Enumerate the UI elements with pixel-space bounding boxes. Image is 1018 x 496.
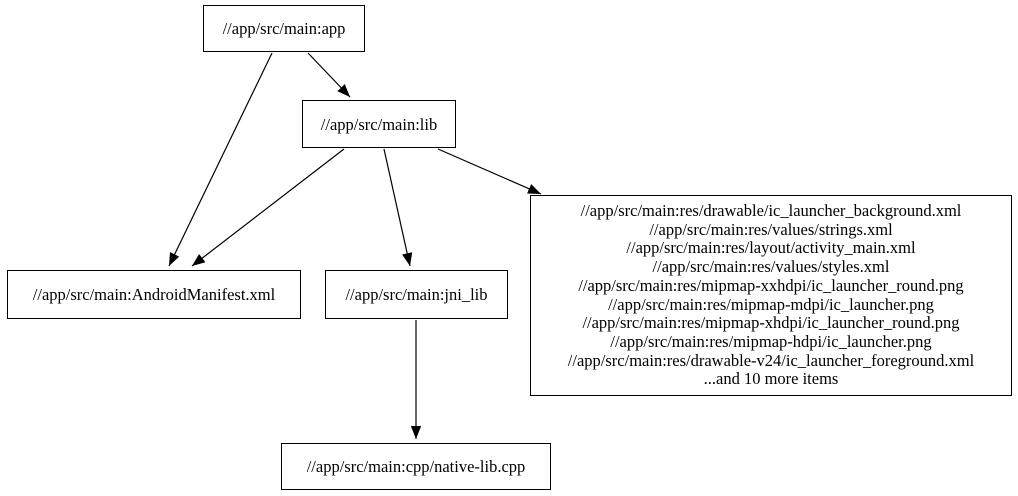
node-lib-label: //app/src/main:lib <box>320 114 438 134</box>
res-item-label: //app/src/main:res/drawable-v24/ic_launc… <box>567 350 975 370</box>
node-jni-lib-target: //app/src/main:jni_lib <box>325 270 508 319</box>
res-item-label: //app/src/main:res/layout/activity_main.… <box>626 238 916 258</box>
node-app-target: //app/src/main:app <box>203 5 365 52</box>
res-item-label: //app/src/main:res/mipmap-mdpi/ic_launch… <box>608 294 934 314</box>
edge-app-to-androidmanifest <box>168 52 273 267</box>
edge-lib-to-jni-lib <box>383 148 413 267</box>
node-res-group-target: //app/src/main:res/drawable/ic_launcher_… <box>530 195 1012 396</box>
node-native-lib-label: //app/src/main:cpp/native-lib.cpp <box>306 457 526 476</box>
res-item-label: //app/src/main:res/values/styles.xml <box>652 257 890 277</box>
node-androidmanifest-label: //app/src/main:AndroidManifest.xml <box>32 285 276 304</box>
node-app-label: //app/src/main:app <box>222 19 346 38</box>
res-item-label: //app/src/main:res/drawable/ic_launcher_… <box>580 200 962 220</box>
node-jni-lib-label: //app/src/main:jni_lib <box>345 285 488 304</box>
res-item-label: //app/src/main:res/mipmap-xhdpi/ic_launc… <box>582 313 960 333</box>
edge-app-to-lib <box>307 52 351 98</box>
node-native-lib-target: //app/src/main:cpp/native-lib.cpp <box>281 443 551 490</box>
res-item-label: //app/src/main:res/values/strings.xml <box>649 219 893 239</box>
edge-lib-to-androidmanifest <box>191 148 345 267</box>
node-androidmanifest-target: //app/src/main:AndroidManifest.xml <box>7 270 301 319</box>
edge-lib-to-res-group <box>437 148 542 195</box>
res-more-items-label: ...and 10 more items <box>703 369 839 389</box>
res-item-label: //app/src/main:res/mipmap-hdpi/ic_launch… <box>610 331 932 351</box>
node-lib-target: //app/src/main:lib <box>302 100 456 148</box>
res-item-label: //app/src/main:res/mipmap-xxhdpi/ic_laun… <box>578 275 964 295</box>
